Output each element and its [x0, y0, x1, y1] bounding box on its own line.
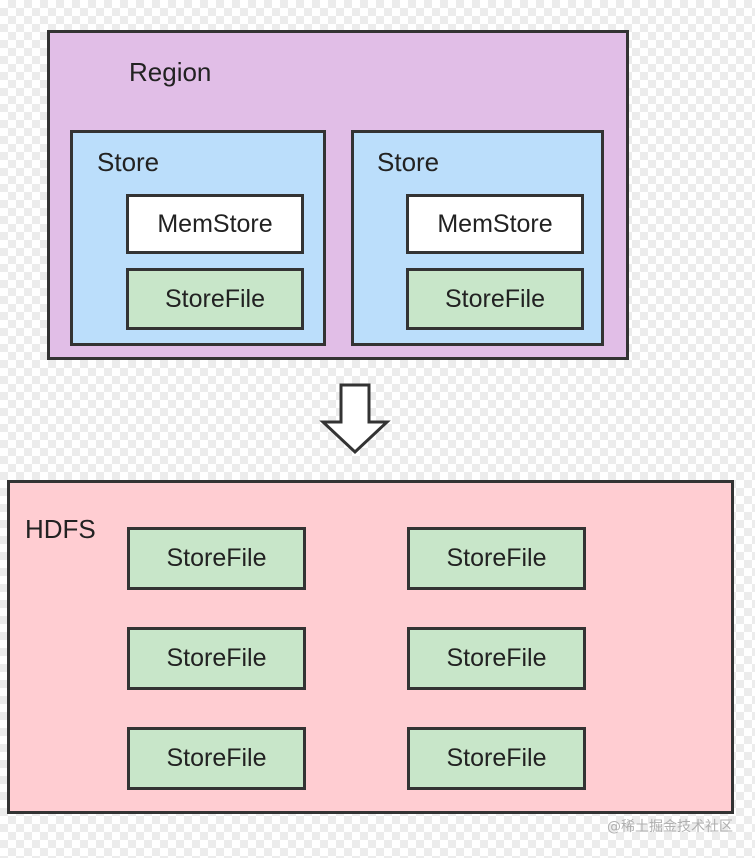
store-label: Store — [377, 147, 440, 177]
storefile-box: StoreFile — [127, 527, 306, 590]
down-arrow-icon — [319, 383, 391, 455]
storefile-box: StoreFile — [127, 727, 306, 790]
storefile-box: StoreFile — [406, 268, 584, 330]
region-label: Region — [129, 57, 212, 87]
store-box: Store MemStore StoreFile — [70, 130, 326, 346]
storefile-box: StoreFile — [127, 627, 306, 690]
memstore-box: MemStore — [406, 194, 584, 254]
watermark: @稀土掘金技术社区 — [607, 819, 733, 835]
storefile-box: StoreFile — [126, 268, 304, 330]
store-box: Store MemStore StoreFile — [351, 130, 604, 346]
storefile-box: StoreFile — [407, 727, 586, 790]
storefile-box: StoreFile — [407, 527, 586, 590]
region-box: Region Store MemStore StoreFile Store Me… — [47, 30, 629, 360]
store-label: Store — [97, 147, 160, 177]
memstore-box: MemStore — [126, 194, 304, 254]
hdfs-label: HDFS — [25, 514, 96, 544]
storefile-box: StoreFile — [407, 627, 586, 690]
hdfs-box: HDFS StoreFile StoreFile StoreFile Store… — [7, 480, 734, 814]
